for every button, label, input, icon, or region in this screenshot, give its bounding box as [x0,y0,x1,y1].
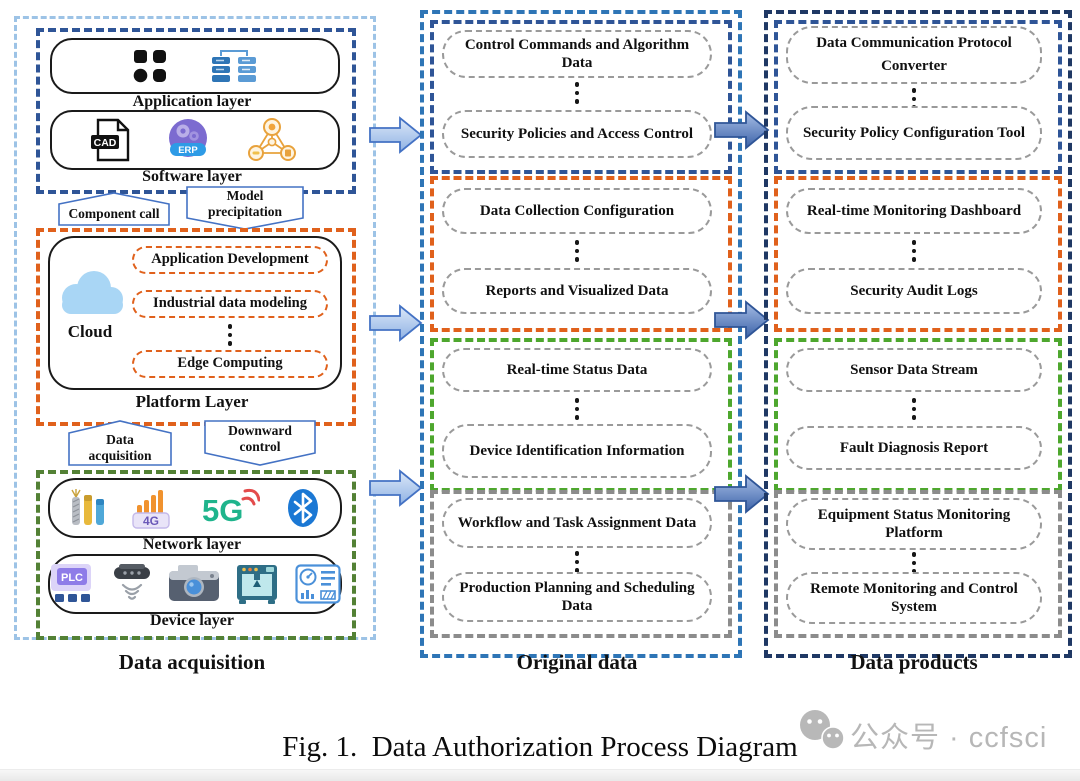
device-layer-label: Device layer [150,612,234,629]
monitoring-panel-icon [295,564,341,604]
erp-gear-icon: ERP [169,119,207,157]
plc-text: PLC [61,572,83,584]
watermark-text: 公众号 · ccfsci [850,722,1048,754]
products-pill: Sensor Data Stream [786,348,1042,392]
products-pill: Security Policy Configuration Tool [786,106,1042,160]
pentagon-down-shape [204,420,316,466]
erp-text: ERP [178,145,198,156]
component-call-label: Component call [68,205,160,221]
data-acquisition-tag: Data acquisition [68,420,172,466]
acquisition-column-label: Data acquisition [118,650,266,674]
ellipsis-dots [569,398,585,420]
mes-network-icon [248,118,296,161]
ellipsis-dots [569,551,585,573]
wireless-sensor-icon [114,564,150,600]
model-precipitation-tag: Model precipitation [186,186,304,230]
4g-signal-icon: 4G [132,490,170,529]
fiber-cables-icon [71,489,104,525]
machine-3d-printer-icon [237,565,277,604]
data-acquisition-tag-label: Data acquisition [88,432,152,463]
wechat-icon [800,710,845,750]
products-column-label: Data products [850,650,978,674]
platform-layer-label: Platform Layer [135,392,249,411]
ellipsis-dots [906,552,922,574]
products-group-dashboard [774,176,1062,332]
products-pill: Equipment Status Monitoring Platform [786,498,1042,550]
model-precipitation-label: Model precipitation [208,188,282,219]
pentagon-down-shape [186,186,304,230]
cad-text: CAD [94,137,117,149]
platform-layer-group-box [36,228,356,426]
original-group-workflow [430,490,732,638]
original-pill: Production Planning and Scheduling Data [442,572,712,622]
products-group-platform [774,490,1062,638]
camera-icon [169,565,219,601]
original-pill: Security Policies and Access Control [442,110,712,158]
arrow-right-icon [369,469,423,507]
downward-control-tag: Downward control [204,420,316,466]
network-device-group-box [36,470,356,640]
database-servers-icon [212,50,256,82]
bottom-page-edge [0,769,1080,781]
arrow-right-icon [714,110,770,150]
bluetooth-icon [288,489,318,527]
products-pill: Remote Monitoring and Control System [786,572,1042,624]
application-layer-label: Application layer [132,93,252,110]
ellipsis-dots [222,324,238,346]
5g-text: 5G [202,493,243,528]
pentagon-up-shape [68,420,172,466]
original-column-label: Original data [516,650,638,674]
5g-icon: 5G [202,488,260,528]
ellipsis-dots [906,240,922,262]
plc-controller-icon: PLC [51,564,91,602]
products-pill: Security Audit Logs [786,268,1042,314]
pentagon-up-shape [58,192,170,226]
arrow-right-icon [714,474,770,514]
cad-file-icon: CAD [91,118,130,162]
software-layer-label: Software layer [142,168,242,185]
component-call-tag: Component call [58,192,170,226]
original-pill: Data Collection Configuration [442,188,712,234]
application-layer-box [50,38,340,94]
ellipsis-dots [569,240,585,262]
platform-pill-industrial-data-modeling: Industrial data modeling [132,290,328,318]
network-layer-box: 4G 5G [48,478,342,538]
original-outer-box [420,10,742,658]
products-pill: Data Communication Protocol Converter [786,26,1042,84]
ellipsis-dots [569,82,585,104]
apps-grid-icon [133,50,166,83]
network-layer-label: Network layer [142,536,242,553]
products-outer-box [764,10,1072,658]
figure-caption: Fig. 1. Data Authorization Process Diagr… [282,731,798,763]
original-pill: Real-time Status Data [442,348,712,392]
downward-control-label: Downward control [228,423,292,454]
arrow-right-icon [369,304,423,342]
cloud-label: Cloud [67,322,113,341]
arrow-right-icon [369,116,423,154]
device-layer-box: PLC [48,554,342,614]
cloud-icon [62,271,123,314]
software-layer-box: CAD ERP [50,110,340,170]
original-group-configuration [430,176,732,332]
original-pill: Reports and Visualized Data [442,268,712,314]
ellipsis-dots [906,398,922,420]
original-group-control [430,20,732,174]
arrow-right-icon [714,300,770,340]
products-group-converter [774,20,1062,174]
platform-pill-edge-computing: Edge Computing [132,350,328,378]
original-pill: Workflow and Task Assignment Data [442,498,712,548]
platform-pill-application-development: Application Development [132,246,328,274]
products-pill: Real-time Monitoring Dashboard [786,188,1042,234]
4g-text: 4G [143,514,159,528]
original-pill: Device Identification Information [442,424,712,478]
original-pill: Control Commands and Algorithm Data [442,30,712,78]
products-pill: Fault Diagnosis Report [786,426,1042,470]
